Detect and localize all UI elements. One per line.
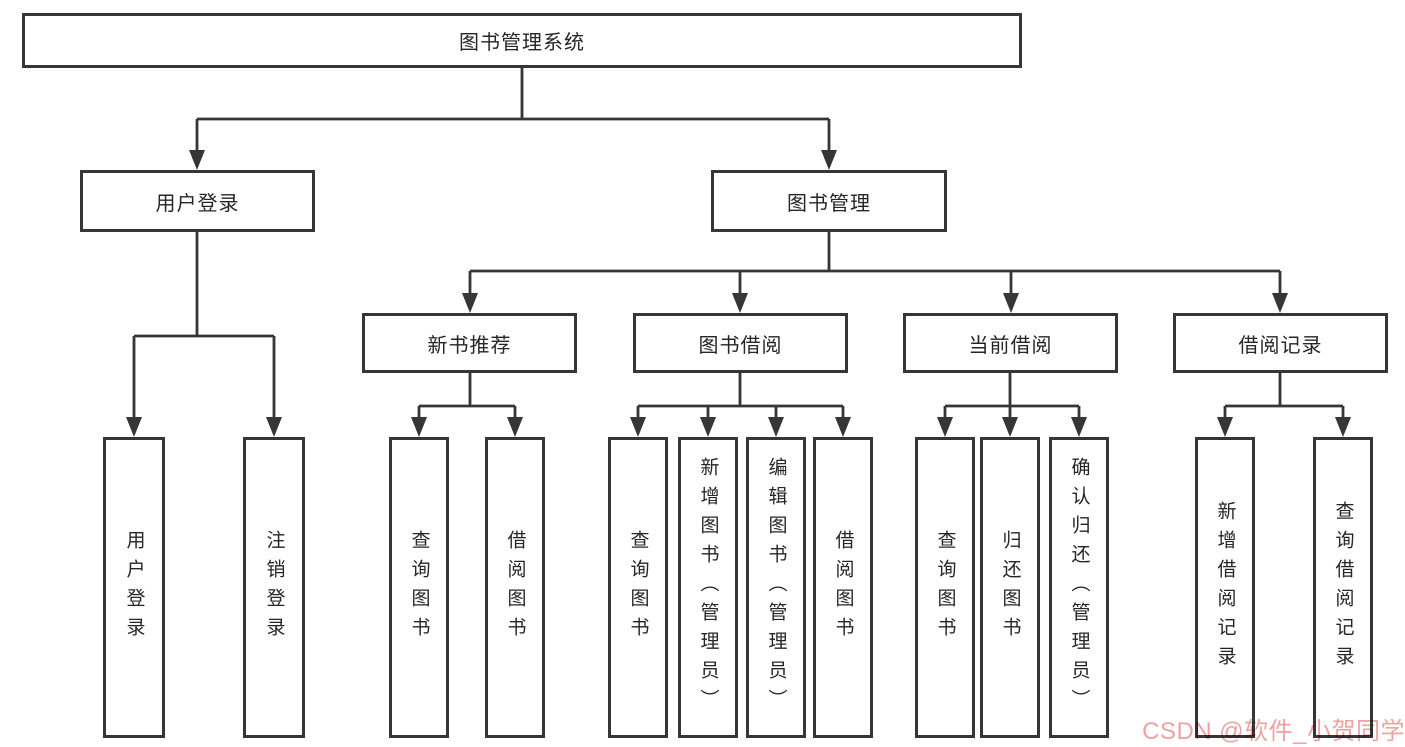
connector-paths [132, 68, 1345, 418]
leaf-user-login: 用户登录 [103, 437, 165, 738]
leaf-confirm-return-admin: 确认归还（管理员） [1049, 437, 1109, 738]
leaf-logout-label: 注销登录 [263, 529, 285, 646]
node-root-system: 图书管理系统 [22, 13, 1022, 68]
node-current-borrow: 当前借阅 [903, 313, 1118, 373]
leaf-newbook-query-label: 查询图书 [408, 529, 430, 646]
leaf-record-query: 查询借阅记录 [1313, 437, 1373, 738]
leaf-newbook-query: 查询图书 [389, 437, 449, 738]
leaf-return-book: 归还图书 [980, 437, 1040, 738]
leaf-borrow-book-label: 借阅图书 [832, 529, 854, 646]
leaf-current-query-label: 查询图书 [934, 529, 956, 646]
leaf-confirm-return-admin-label: 确认归还（管理员） [1068, 457, 1090, 718]
arrowhead-icons [126, 150, 1351, 437]
node-new-book-recommend: 新书推荐 [362, 313, 577, 373]
leaf-borrow-edit-admin-label: 编辑图书（管理员） [765, 457, 787, 718]
node-current-borrow-label: 当前借阅 [968, 334, 1053, 357]
node-book-management: 图书管理 [711, 170, 947, 232]
leaf-newbook-borrow-label: 借阅图书 [504, 529, 526, 646]
node-book-management-label: 图书管理 [787, 192, 871, 215]
leaf-current-query: 查询图书 [915, 437, 975, 738]
leaf-user-login-label: 用户登录 [123, 529, 145, 646]
leaf-return-book-label: 归还图书 [999, 529, 1021, 646]
leaf-record-add: 新增借阅记录 [1195, 437, 1255, 738]
node-borrow-records: 借阅记录 [1173, 313, 1388, 373]
leaf-logout: 注销登录 [243, 437, 305, 738]
leaf-record-add-label: 新增借阅记录 [1214, 500, 1236, 675]
node-book-borrow-label: 图书借阅 [698, 334, 783, 357]
leaf-borrow-edit-admin: 编辑图书（管理员） [746, 437, 806, 738]
leaf-borrow-add-admin-label: 新增图书（管理员） [697, 457, 719, 718]
node-user-login: 用户登录 [80, 170, 315, 232]
leaf-newbook-borrow: 借阅图书 [485, 437, 545, 738]
node-borrow-records-label: 借阅记录 [1238, 334, 1323, 357]
node-root-label: 图书管理系统 [459, 32, 585, 54]
leaf-borrow-query-label: 查询图书 [627, 529, 649, 646]
leaf-borrow-book: 借阅图书 [813, 437, 873, 738]
node-user-login-label: 用户登录 [155, 192, 240, 215]
leaf-record-query-label: 查询借阅记录 [1332, 500, 1354, 675]
watermark: CSDN @软件_小贺同学 [1142, 718, 1405, 745]
node-book-borrow: 图书借阅 [633, 313, 848, 373]
leaf-borrow-add-admin: 新增图书（管理员） [678, 437, 738, 738]
node-new-book-recommend-label: 新书推荐 [427, 334, 512, 357]
leaf-borrow-query: 查询图书 [608, 437, 668, 738]
